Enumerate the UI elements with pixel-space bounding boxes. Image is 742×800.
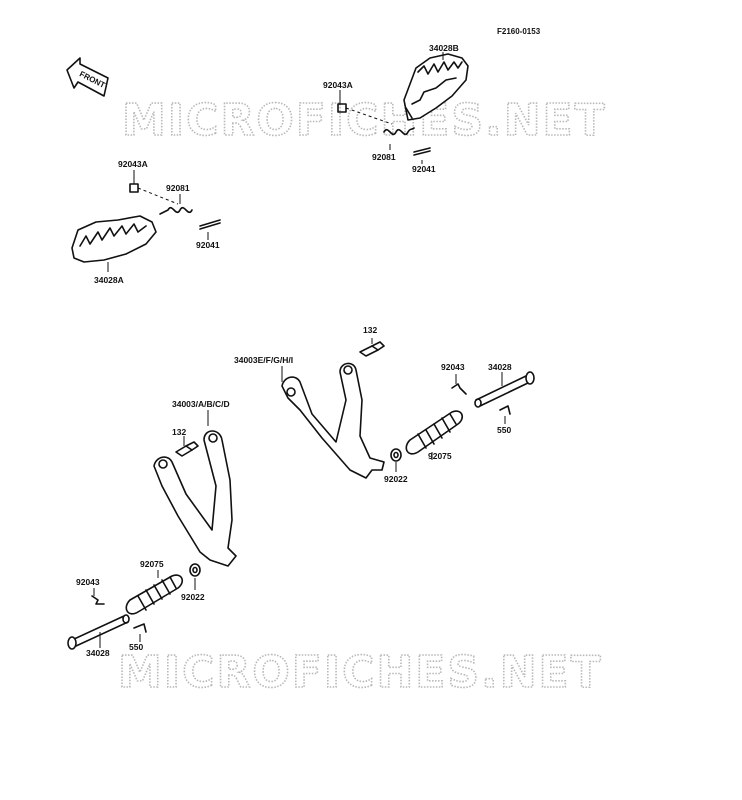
label-left-bolt: 132 (172, 427, 186, 437)
label-right-clip: 92043 (441, 362, 465, 372)
label-top-right-bolt: 92043A (323, 80, 353, 90)
label-right-bracket: 34003E/F/G/H/I (234, 355, 293, 365)
label-right-bolt: 132 (363, 325, 377, 335)
label-top-right-spring: 92081 (372, 152, 396, 162)
label-left-cotter: 550 (129, 642, 143, 652)
label-right-washer: 92022 (384, 474, 408, 484)
label-left-clip: 92043 (76, 577, 100, 587)
label-right-rubber: 92075 (428, 451, 452, 461)
label-top-left-spring: 92081 (166, 183, 190, 193)
top-left-footpeg-assembly (71, 170, 221, 272)
top-right-footpeg-assembly (337, 52, 469, 164)
label-right-peg: 34028 (488, 362, 512, 372)
left-bracket-assembly (67, 410, 237, 650)
label-right-cotter: 550 (497, 425, 511, 435)
watermark-top: MICROFICHES.NET (122, 95, 607, 146)
label-top-right-footpeg: 34028B (429, 43, 459, 53)
label-top-left-pin: 92041 (196, 240, 220, 250)
right-bracket-assembly (281, 338, 535, 479)
label-top-right-pin: 92041 (412, 164, 436, 174)
drawing-code: F2160-0153 (497, 27, 541, 36)
front-arrow-icon: FRONT (66, 57, 109, 97)
label-left-washer: 92022 (181, 592, 205, 602)
label-top-left-footpeg: 34028A (94, 275, 124, 285)
label-top-left-bolt: 92043A (118, 159, 148, 169)
watermark-bottom: MICROFICHES.NET (118, 647, 603, 698)
label-left-peg: 34028 (86, 648, 110, 658)
label-left-rubber: 92075 (140, 559, 164, 569)
label-left-bracket: 34003/A/B/C/D (172, 399, 230, 409)
